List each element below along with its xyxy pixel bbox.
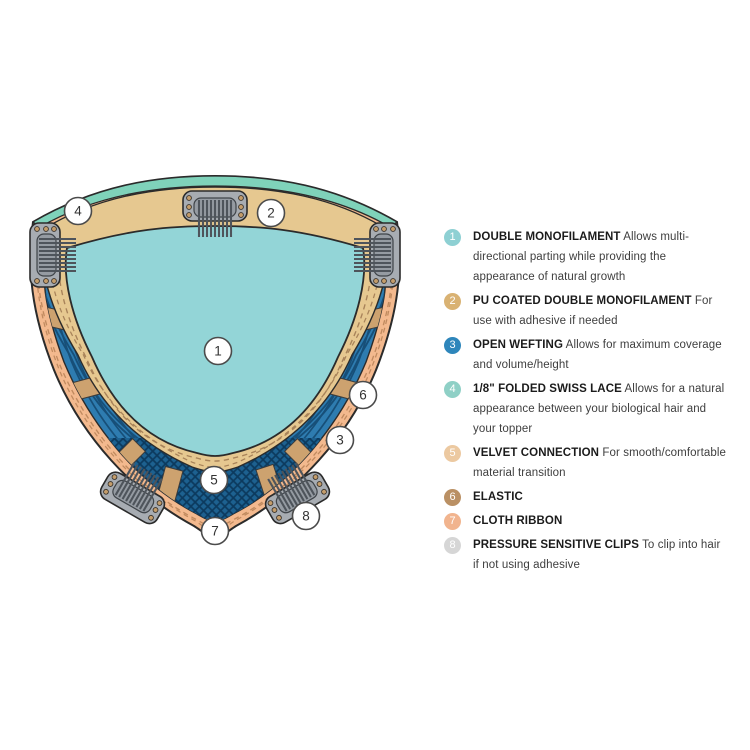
legend-item-title: PRESSURE SENSITIVE CLIPS [473,539,639,551]
legend-item-description: Allows multi-directional parting while p… [473,231,690,283]
legend: 1 DOUBLE MONOFILAMENT Allows multi-direc… [444,227,734,579]
svg-text:8: 8 [302,509,310,524]
legend-list: 1 DOUBLE MONOFILAMENT Allows multi-direc… [444,227,734,575]
svg-text:4: 4 [74,204,82,219]
callout-6: 6 [348,380,378,410]
legend-number-badge: 2 [444,293,461,310]
legend-item-title: ELASTIC [473,491,523,503]
legend-item-description: For use with adhesive if needed [473,295,713,327]
legend-number: 2 [449,295,456,307]
legend-number: 3 [449,339,456,351]
legend-item-title: DOUBLE MONOFILAMENT [473,231,621,243]
legend-item-description: Allows for a natural appearance between … [473,383,725,435]
legend-number: 1 [449,231,456,243]
svg-text:5: 5 [210,473,218,488]
topper-construction-diagram: 1 2 3 4 5 6 7 8 [28,175,402,546]
callout-7: 7 [200,516,230,546]
legend-item-title: VELVET CONNECTION [473,447,600,459]
callout-1: 1 [203,336,233,366]
legend-item-text: OPEN WEFTING Allows for maximum coverage… [473,335,729,375]
legend-number-badge: 6 [444,489,461,506]
svg-text:7: 7 [211,524,219,539]
legend-item-title: OPEN WEFTING [473,339,564,351]
legend-item: 3 OPEN WEFTING Allows for maximum covera… [444,335,734,375]
svg-text:2: 2 [267,206,275,221]
legend-number-badge: 1 [444,229,461,246]
legend-item-title: 1/8" FOLDED SWISS LACE [473,383,622,395]
legend-number-badge: 5 [444,445,461,462]
svg-text:3: 3 [336,433,344,448]
legend-item: 5 VELVET CONNECTION For smooth/comfortab… [444,443,734,483]
legend-item-text: DOUBLE MONOFILAMENT Allows multi-directi… [473,227,729,287]
legend-number-badge: 8 [444,537,461,554]
legend-item-text: CLOTH RIBBON [473,511,729,531]
legend-number-badge: 3 [444,337,461,354]
legend-item-title: CLOTH RIBBON [473,515,563,527]
legend-item-text: 1/8" FOLDED SWISS LACE Allows for a natu… [473,379,729,439]
legend-number-badge: 7 [444,513,461,530]
callout-5: 5 [199,465,229,495]
legend-number: 4 [449,383,456,395]
svg-text:6: 6 [359,388,367,403]
legend-item-description: To clip into hair if not using adhesive [473,539,721,571]
callout-4: 4 [63,196,93,226]
svg-text:1: 1 [214,344,222,359]
callout-2: 2 [256,198,286,228]
legend-item: 2 PU COATED DOUBLE MONOFILAMENT For use … [444,291,734,331]
legend-number-badge: 4 [444,381,461,398]
legend-item-text: PRESSURE SENSITIVE CLIPS To clip into ha… [473,535,729,575]
legend-item-description: For smooth/comfortable material transiti… [473,447,727,479]
legend-number: 6 [449,491,456,503]
legend-item-title: PU COATED DOUBLE MONOFILAMENT [473,295,692,307]
legend-item-text: PU COATED DOUBLE MONOFILAMENT For use wi… [473,291,729,331]
legend-item-text: VELVET CONNECTION For smooth/comfortable… [473,443,729,483]
legend-number: 5 [449,447,456,459]
legend-item-text: ELASTIC [473,487,729,507]
legend-item: 4 1/8" FOLDED SWISS LACE Allows for a na… [444,379,734,439]
legend-item: 6 ELASTIC [444,487,734,507]
callout-3: 3 [325,425,355,455]
legend-item-description: Allows for maximum coverage and volume/h… [473,339,722,371]
legend-item: 1 DOUBLE MONOFILAMENT Allows multi-direc… [444,227,734,287]
legend-item: 7 CLOTH RIBBON [444,511,734,531]
legend-number: 8 [449,539,456,551]
callout-8: 8 [291,501,321,531]
legend-number: 7 [449,515,456,527]
legend-item: 8 PRESSURE SENSITIVE CLIPS To clip into … [444,535,734,575]
